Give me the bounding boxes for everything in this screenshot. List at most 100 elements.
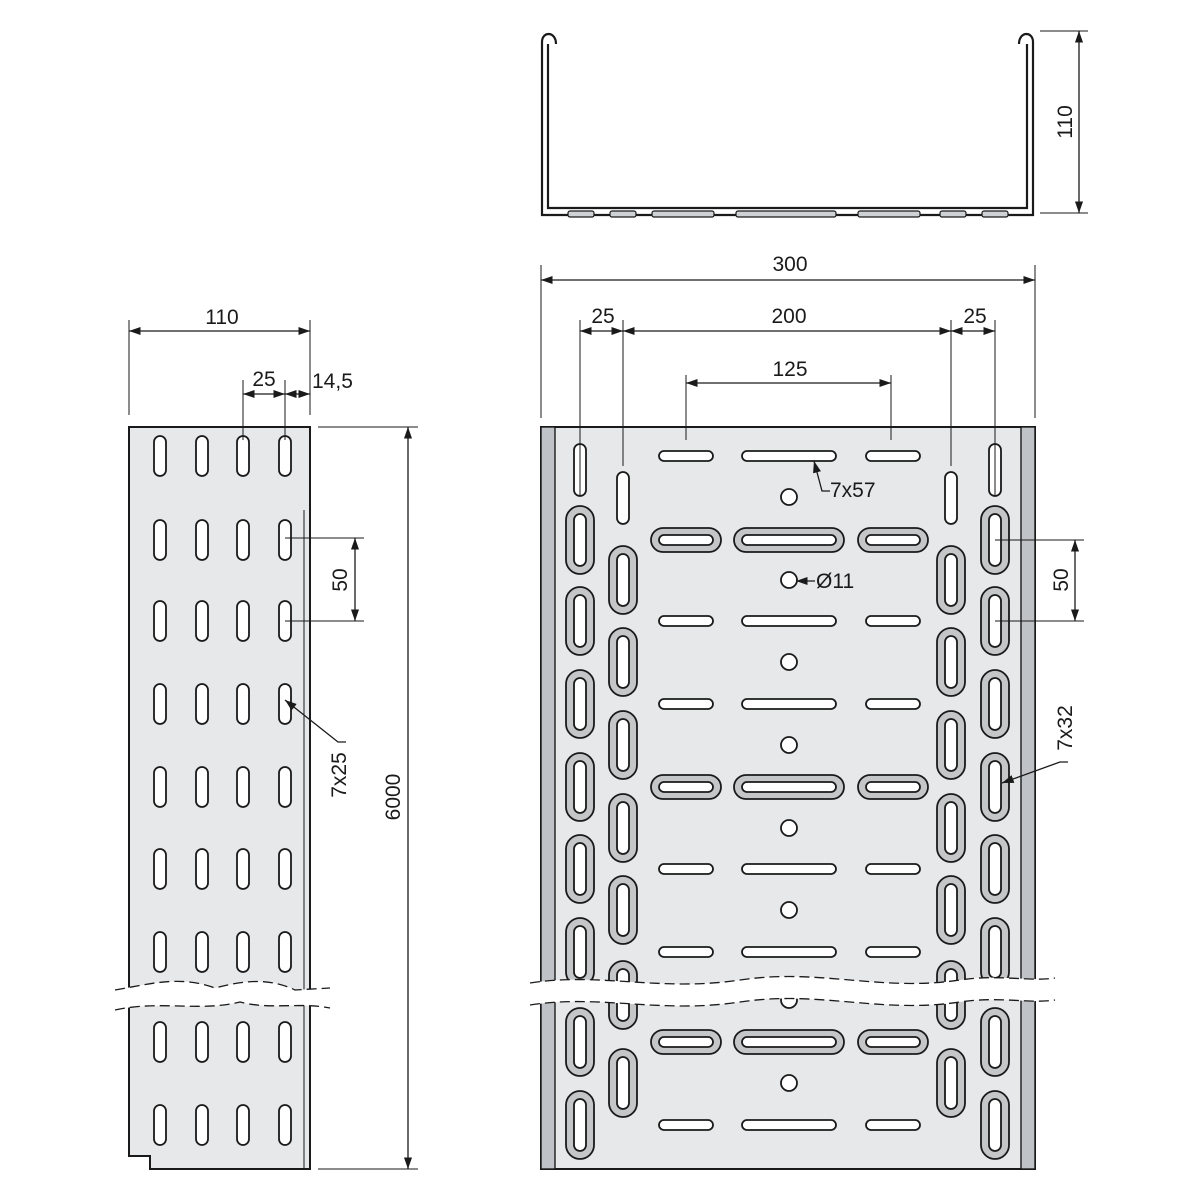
side-wall-slot [236,600,250,642]
side-wall-slot [278,766,292,808]
longitudinal-slot [616,553,630,607]
transverse-slot [865,863,921,875]
longitudinal-slot [573,677,587,731]
side-wall-slot [278,1021,292,1063]
longitudinal-slot [988,1098,1002,1152]
top-view-break [529,975,1056,1007]
side-wall-slot [195,931,209,973]
side-wall-slot [278,519,292,561]
hole-label: Ø11 [816,570,854,593]
transverse-slot [658,781,714,793]
longitudinal-slot [616,883,630,937]
top-view: 300 25 200 25 125 7x57 [529,253,1084,1170]
longitudinal-slot [616,635,630,689]
left-margin-label: 25 [591,305,614,328]
transverse-slot [741,534,837,546]
width-label: 300 [772,253,807,276]
hole-callout: Ø11 [796,570,854,593]
side-slot-label: 7x25 [328,752,351,798]
longitudinal-slot [573,594,587,648]
hole [780,819,798,837]
longitudinal-slot [944,553,958,607]
transverse-slot [865,946,921,958]
transverse-slot [658,450,714,462]
side-wall-slot [236,766,250,808]
transverse-slot [658,615,714,627]
longitudinal-slot [573,1015,587,1069]
side-wall-slot [278,848,292,890]
top-view-slots [565,443,1010,1160]
transverse-slot [658,863,714,875]
transverse-slot [741,946,837,958]
length-dimension: 6000 [318,426,418,1170]
transverse-slot [865,534,921,546]
side-edge-label: 14,5 [312,370,353,393]
side-wall-slot [236,848,250,890]
side-wall-slot [278,435,292,477]
side-slot-callout: 7x25 [284,699,351,798]
longitudinal-slot [616,801,630,855]
side-pitch-v-dimension: 50 [285,537,364,622]
cross-section-view: 110 [540,30,1088,218]
side-wall-slot [236,931,250,973]
cross-section-profile [540,32,1035,217]
top-pitch-dimension: 50 [995,539,1084,622]
side-view-slots [153,435,292,1146]
side-pitch-h-label: 25 [252,368,275,391]
center-slot-callout: 7x57 [813,460,876,502]
top-pitch-label: 50 [1050,568,1073,591]
side-wall-slot [195,600,209,642]
side-wall-slot [195,519,209,561]
side-wall-slot [236,435,250,477]
longitudinal-slot [944,718,958,772]
side-wall-slot [153,683,167,725]
transverse-slot [658,1119,714,1131]
longitudinal-slot [616,718,630,772]
side-view-break [114,980,331,1011]
longitudinal-slot [616,1056,630,1110]
slot-spacing-dimension: 125 [685,358,892,440]
longitudinal-slot [944,471,958,525]
transverse-slot [865,1119,921,1131]
side-wall-slot [278,931,292,973]
longitudinal-slot [944,1056,958,1110]
hole [780,653,798,671]
side-wall-slot [195,1021,209,1063]
side-wall-slot [153,766,167,808]
longitudinal-slot [988,842,1002,896]
longitudinal-slot [944,801,958,855]
side-slot-label: 7x32 [1054,705,1077,751]
side-wall-slot [153,519,167,561]
length-label: 6000 [382,774,405,821]
side-wall-slot [195,1104,209,1146]
side-view: 110 25 14,5 50 7x25 6000 [114,306,418,1170]
side-pitch-h-dimension: 25 14,5 [242,368,353,440]
side-wall-slot [195,848,209,890]
transverse-slot [658,1036,714,1048]
transverse-slot [865,1036,921,1048]
slot-spacing-label: 125 [772,358,807,381]
transverse-slot [658,946,714,958]
transverse-slot [741,615,837,627]
transverse-slot [658,534,714,546]
hole [780,1074,798,1092]
side-wall-slot [195,766,209,808]
transverse-slot [741,781,837,793]
longitudinal-slot [573,925,587,979]
inner-span-dimension: 25 200 25 [579,305,996,496]
longitudinal-slot [573,1098,587,1152]
side-wall-slot [236,1021,250,1063]
transverse-slot [741,1119,837,1131]
longitudinal-slot [573,513,587,567]
side-wall-slot [278,1104,292,1146]
side-slot-callout: 7x32 [1001,705,1077,784]
side-wall-slot [236,1104,250,1146]
cross-section-perforations [567,210,1009,218]
hole [780,736,798,754]
side-wall-slot [153,1021,167,1063]
transverse-slot [741,863,837,875]
side-height-label: 110 [205,306,238,329]
center-slot-label: 7x57 [830,479,876,502]
hole [780,488,798,506]
